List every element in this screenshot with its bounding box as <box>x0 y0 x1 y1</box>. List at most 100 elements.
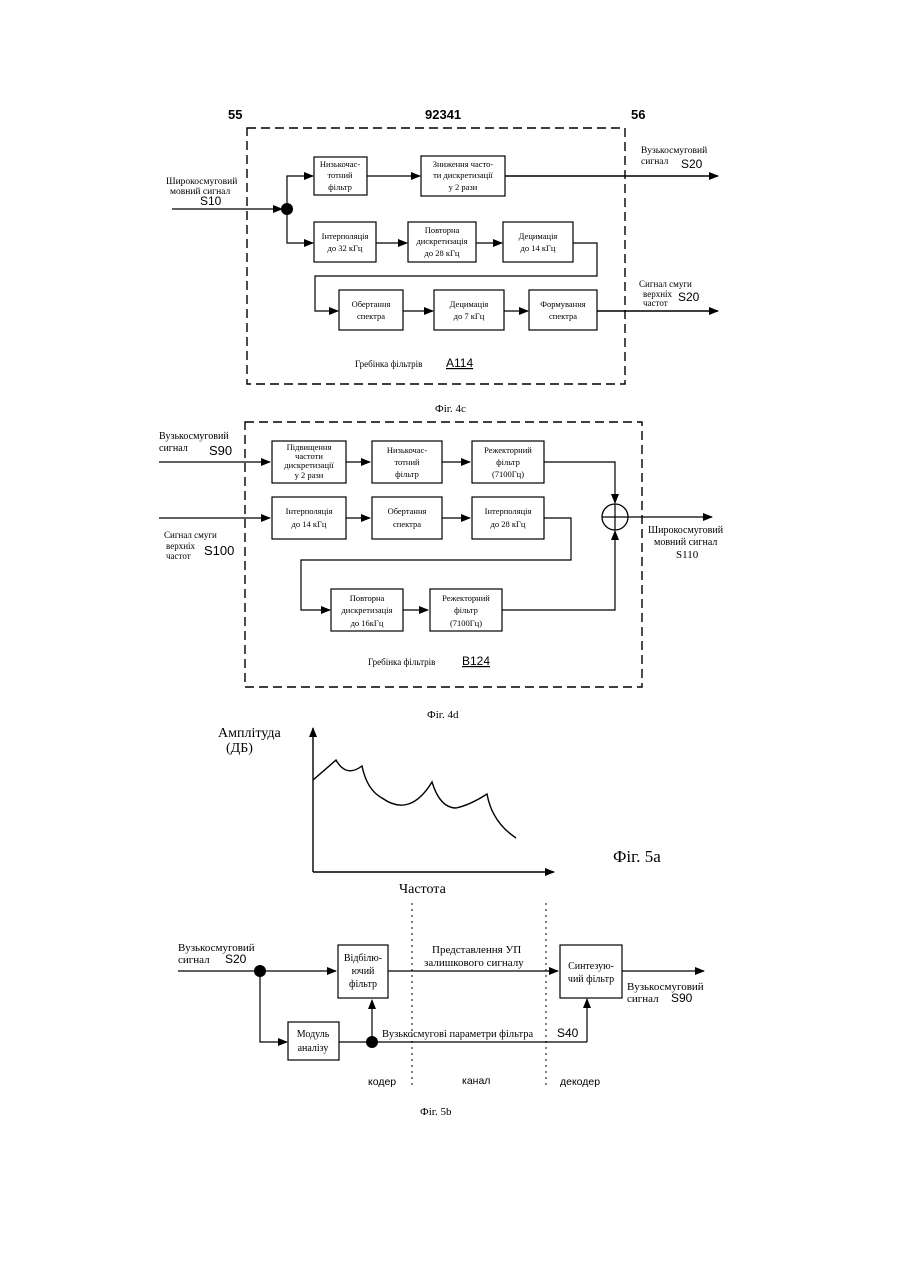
decimate-14khz-block <box>503 222 573 262</box>
branch-to-analysis <box>260 971 287 1042</box>
block-label: до 16кГц <box>351 618 384 628</box>
input-label: Вузькосмуговий <box>159 431 229 442</box>
block-label: Інтерполяція <box>322 231 369 241</box>
figure-5a: Амплітуда (ДБ) Частота Фіг. 5a <box>218 726 661 897</box>
page-number-right: 56 <box>631 107 645 122</box>
input-label: сигнал <box>178 954 210 966</box>
block-label: фільтр <box>395 469 419 479</box>
interpolate-14khz-block <box>272 497 346 539</box>
patent-number: 92341 <box>425 107 461 122</box>
output-code: S90 <box>671 991 693 1005</box>
block-label: ючий <box>352 966 375 977</box>
figure-caption: Фіг. 5b <box>420 1106 452 1118</box>
figure-caption: Фіг. 5a <box>613 847 661 866</box>
figure-4c: Широкосмуговий мовний сигнал S10 Низькоч… <box>166 128 718 415</box>
input-code: S90 <box>209 443 232 458</box>
output-label: частот <box>643 298 668 308</box>
block-label: Інтерполяція <box>286 506 333 516</box>
filter-bank-label: Гребінка фільтрів <box>355 359 422 369</box>
block-label: тотний <box>394 457 420 467</box>
figure-caption: Фіг. 4d <box>427 709 459 721</box>
block-label: до 32 кГц <box>328 243 363 253</box>
block-label: фільтр <box>454 605 478 615</box>
connector-to-adder <box>502 531 615 610</box>
decimate-7khz-block <box>434 290 504 330</box>
output-label: мовний сигнал <box>654 537 717 548</box>
filter-bank-code: B124 <box>462 654 490 668</box>
block-label: у 2 рази <box>449 182 478 192</box>
y-axis-label: Амплітуда <box>218 726 282 741</box>
block-label: Обертання <box>352 299 391 309</box>
block-label: Зниження часто- <box>433 159 494 169</box>
input-label: частот <box>166 551 191 561</box>
block-label: Обертання <box>388 506 427 516</box>
branch-upper <box>287 176 313 209</box>
analysis-module-block <box>288 1022 339 1060</box>
figure-5b: Вузькосмуговий сигнал S20 Відбілю- ючий … <box>178 903 704 1118</box>
block-label: Низькочас- <box>320 159 360 169</box>
input-label: Сигнал смуги <box>164 530 217 540</box>
block-label: Децимація <box>450 299 489 309</box>
page-number-left: 55 <box>228 107 242 122</box>
block-label: аналізу <box>298 1043 329 1054</box>
block-label: Режекторний <box>442 593 490 603</box>
block-label: Режекторний <box>484 445 532 455</box>
block-label: Відбілю- <box>344 953 382 964</box>
block-label: (7100Гц) <box>450 618 482 628</box>
block-label: (7100Гц) <box>492 469 524 479</box>
output-label: сигнал <box>641 157 669 167</box>
spectrum-shaping-block <box>529 290 597 330</box>
block-label: до 28 кГц <box>491 519 526 529</box>
block-label: фільтр <box>349 979 377 990</box>
block-label: спектра <box>357 311 385 321</box>
block-label: до 28 кГц <box>425 248 460 258</box>
block-label: до 14 кГц <box>521 243 556 253</box>
x-axis-label: Частота <box>399 882 447 897</box>
output-label: Сигнал смуги <box>639 279 692 289</box>
input-code: S10 <box>200 194 222 208</box>
block-label: у 2 рази <box>295 470 324 480</box>
input-label: сигнал <box>159 443 188 454</box>
block-label: дискретизація <box>341 605 392 615</box>
block-label: тотний <box>327 170 353 180</box>
output-code: S110 <box>676 549 699 561</box>
figure-4d: Вузькосмуговий сигнал S90 Підвищення час… <box>159 422 724 721</box>
spectrum-flip-block <box>339 290 403 330</box>
params-label: Вузькосмугові параметри фільтра <box>382 1029 534 1040</box>
section-label-decoder: декодер <box>560 1076 600 1088</box>
block-label: Низькочас- <box>387 445 427 455</box>
output-label: Широкосмуговий <box>648 525 724 536</box>
block-label: Децимація <box>519 231 558 241</box>
params-code: S40 <box>557 1026 579 1040</box>
block-label: Інтерполяція <box>485 506 532 516</box>
output-label: сигнал <box>627 993 659 1005</box>
block-label: фільтр <box>496 457 520 467</box>
input-label: верхніх <box>166 541 196 551</box>
block-label: спектра <box>549 311 577 321</box>
block-label: Синтезую- <box>568 961 614 972</box>
block-label: спектра <box>393 519 421 529</box>
figure-caption: Фіг. 4c <box>435 403 466 415</box>
input-label: Широкосмуговий <box>166 176 237 187</box>
block-label: Повторна <box>350 593 385 603</box>
block-label: дискретизація <box>416 236 467 246</box>
interpolate-28khz-block <box>472 497 544 539</box>
input-code: S20 <box>225 952 247 966</box>
spectrum-flip-block <box>372 497 442 539</box>
section-label-channel: канал <box>462 1075 490 1087</box>
connector-to-adder <box>544 462 615 503</box>
block-label: до 14 кГц <box>292 519 327 529</box>
block-label: чий фільтр <box>568 974 614 985</box>
residual-label: залишкового сигналу <box>424 957 524 969</box>
residual-label: Представлення УП <box>432 944 521 956</box>
spectrum-envelope-curve <box>313 760 516 838</box>
output-code: S20 <box>681 157 703 171</box>
block-label: до 7 кГц <box>454 311 485 321</box>
filter-bank-code: A114 <box>446 356 473 370</box>
section-label-coder: кодер <box>368 1076 396 1088</box>
output-code: S20 <box>678 290 700 304</box>
block-label: Формування <box>540 299 585 309</box>
output-label: Вузькосмуговий <box>641 145 707 156</box>
block-label: Модуль <box>297 1029 330 1040</box>
branch-lower <box>287 209 313 243</box>
